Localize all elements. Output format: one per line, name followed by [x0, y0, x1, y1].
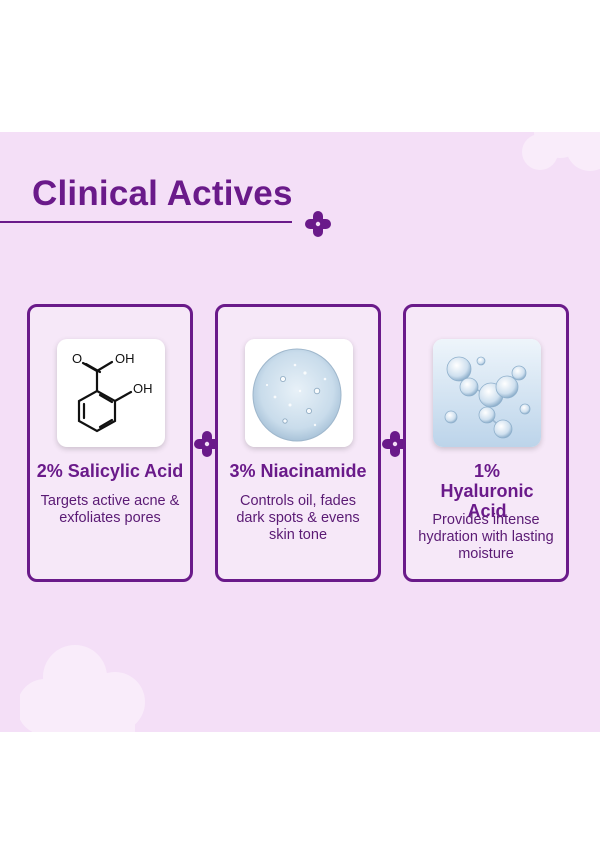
card-description: Provides intense hydration with lasting … [418, 512, 554, 562]
card-description: Targets active acne & exfoliates pores [40, 493, 180, 526]
page-title: Clinical Actives [32, 174, 293, 213]
structure-label-oh-top: OH [115, 351, 135, 366]
card-title: 1% Hyaluronic Acid [440, 461, 534, 521]
active-card-hyaluronic: 1% Hyaluronic Acid Provides intense hydr… [403, 304, 569, 582]
hyaluronic-acid-image [433, 339, 541, 447]
structure-label-o: O [72, 351, 82, 366]
serum-drop-icon [245, 339, 353, 447]
salicylic-acid-structure-image: O OH OH [57, 339, 165, 447]
niacinamide-serum-image [245, 339, 353, 447]
structure-label-oh-side: OH [133, 381, 153, 396]
card-description: Controls oil, fades dark spots & evens s… [236, 493, 360, 543]
cloud-top-right-decoration [522, 132, 600, 171]
plus-cross-icon [305, 211, 331, 237]
active-card-niacinamide: 3% Niacinamide Controls oil, fades dark … [215, 304, 381, 582]
active-card-salicylic: O OH OH 2% Salicylic Acid Targets active… [27, 304, 193, 582]
plus-cross-icon [194, 431, 220, 457]
cloud-bottom-left-decoration [20, 645, 145, 732]
molecule-bubbles-icon [433, 339, 541, 447]
content-panel: Clinical Actives O OH [0, 132, 600, 732]
card-title: 2% Salicylic Acid [36, 461, 184, 481]
plus-cross-icon [382, 431, 408, 457]
title-underline [0, 221, 292, 223]
card-title: 3% Niacinamide [229, 461, 367, 481]
salicylic-acid-structure-icon: O OH OH [72, 351, 153, 433]
